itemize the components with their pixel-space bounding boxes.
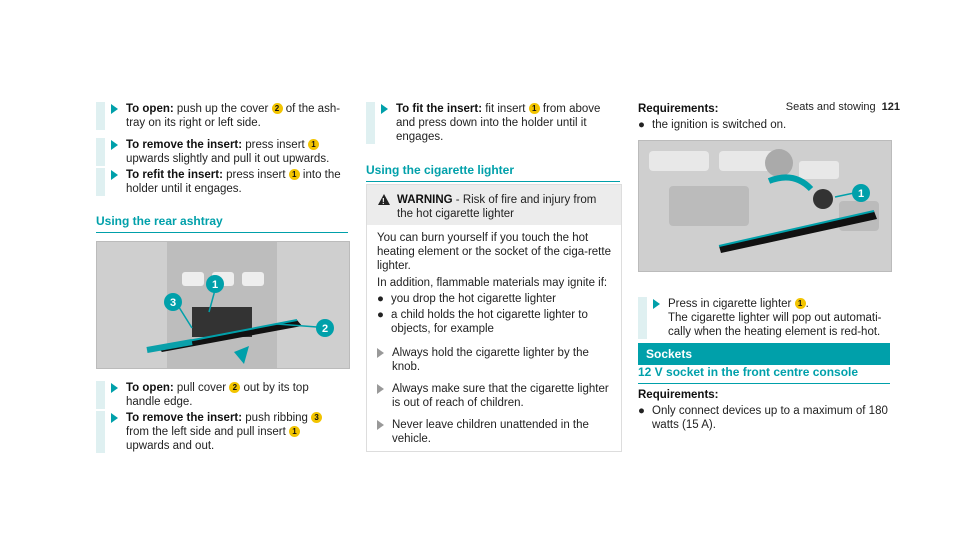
arrow-icon bbox=[381, 104, 388, 114]
callout-circle bbox=[164, 293, 182, 311]
page-header: Seats and stowing 121 bbox=[786, 100, 900, 114]
arrow-icon bbox=[111, 140, 118, 150]
arrow-icon bbox=[111, 170, 118, 180]
arrow-icon bbox=[111, 104, 118, 114]
callout-label: 1 bbox=[212, 279, 218, 291]
section-bar-sockets: Sockets bbox=[638, 343, 890, 365]
arrow-icon bbox=[377, 384, 384, 394]
step-fit-insert: To fit the insert: fit insert 1 from abo… bbox=[366, 102, 618, 144]
warning-icon bbox=[378, 194, 390, 209]
arrow-icon bbox=[111, 413, 118, 423]
step-remove-rear-insert: To remove the insert: push ribbing 3 fro… bbox=[96, 411, 346, 453]
step-refit-insert: To refit the insert: press insert 1 into… bbox=[96, 168, 346, 196]
step-open-ashtray: To open: push up the cover 2 of the ash-… bbox=[96, 102, 346, 130]
requirements-socket: Requirements: ●Only connect devices up t… bbox=[638, 389, 888, 431]
callout-circle bbox=[852, 184, 870, 202]
section-title-rear-ashtray: Using the rear ashtray bbox=[96, 214, 348, 233]
warning-box: WARNING - Risk of fire and injury from t… bbox=[366, 184, 622, 452]
arrow-icon bbox=[653, 299, 660, 309]
warning-header: WARNING - Risk of fire and injury from t… bbox=[367, 185, 621, 225]
arrow-icon bbox=[377, 348, 384, 358]
callout-circle bbox=[206, 275, 224, 293]
warning-p2: In addition, flammable materials may ign… bbox=[377, 277, 608, 289]
rear-ashtray-illustration: 1 2 3 bbox=[96, 241, 350, 369]
step-remove-insert: To remove the insert: press insert 1 upw… bbox=[96, 138, 346, 166]
warning-step: Never leave children unattended in the v… bbox=[377, 418, 611, 446]
arrow-icon bbox=[377, 420, 384, 430]
page-number: 121 bbox=[881, 101, 900, 113]
callout-circle bbox=[316, 319, 334, 337]
requirements: Requirements: ●the ignition is switched … bbox=[638, 103, 787, 131]
warning-step: Always hold the cigarette lighter by the… bbox=[377, 346, 611, 374]
arrow-icon bbox=[111, 383, 118, 393]
header-section: Seats and stowing bbox=[785, 101, 876, 113]
section-title-socket: 12 V socket in the front centre console bbox=[638, 365, 890, 384]
step-bar bbox=[96, 102, 105, 130]
cigarette-lighter-illustration: 1 bbox=[638, 140, 892, 272]
step-press-lighter: Press in cigarette lighter 1.The cigaret… bbox=[638, 297, 890, 339]
warning-p1: You can burn yourself if you touch the h… bbox=[377, 232, 611, 272]
step-open-rear: To open: pull cover 2 out by its top han… bbox=[96, 381, 346, 409]
section-title-cigarette-lighter: Using the cigarette lighter bbox=[366, 163, 620, 182]
list-item: ●you drop the hot cigarette lighter bbox=[377, 293, 556, 305]
list-item: ●a child holds the hot cigarette lighter… bbox=[377, 309, 588, 335]
callout-label: 2 bbox=[322, 323, 328, 335]
callout-badge: 2 bbox=[271, 103, 283, 115]
warning-step: Always make sure that the cigarette ligh… bbox=[377, 382, 611, 410]
callout-label: 3 bbox=[170, 297, 176, 309]
callout-label: 1 bbox=[858, 188, 864, 200]
